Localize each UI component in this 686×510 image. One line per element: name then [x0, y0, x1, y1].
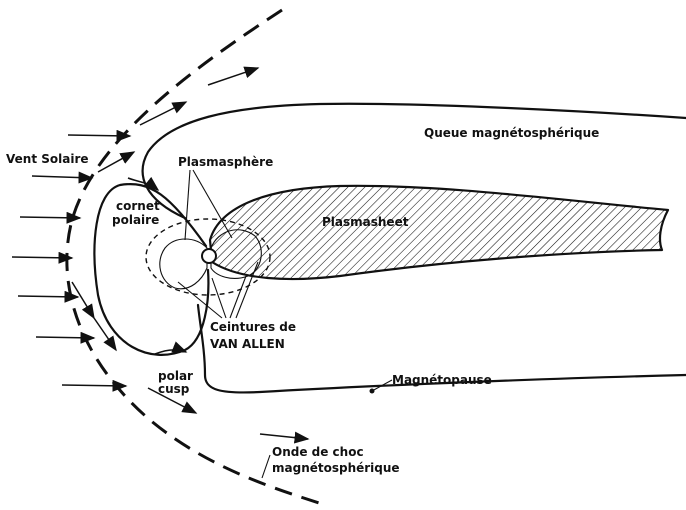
plasmasheet-region [210, 186, 668, 279]
bow-shock-label-line2: magnétosphérique [272, 461, 400, 475]
van-allen-label-line2: VAN ALLEN [210, 337, 285, 351]
solar-wind-arrows [12, 135, 130, 386]
solar-wind-label: Vent Solaire [6, 152, 89, 166]
polar-horn-label-line1: cornet [116, 199, 160, 213]
polar-horn-label-line2: polaire [112, 213, 159, 227]
polar-cusp-label-line2: cusp [158, 382, 190, 396]
polar-cusp-label-line1: polar [158, 369, 193, 383]
magnetotail-label: Queue magnétosphérique [424, 126, 599, 140]
plasmasphere-pointer-2 [193, 170, 232, 238]
bow-shock-pointer [262, 455, 270, 478]
magnetopause-dot [370, 389, 375, 394]
plasmasheet-label: Plasmasheet [322, 215, 409, 229]
van-allen-label-line1: Ceintures de [210, 320, 296, 334]
earth [202, 249, 216, 263]
plasmasphere-pointer-1 [185, 170, 190, 240]
plasmasphere-label: Plasmasphère [178, 155, 273, 169]
magnetopause-label: Magnétopause [392, 373, 492, 387]
van-allen-belt-left [160, 239, 207, 289]
bow-shock-label-line1: Onde de choc [272, 445, 364, 459]
